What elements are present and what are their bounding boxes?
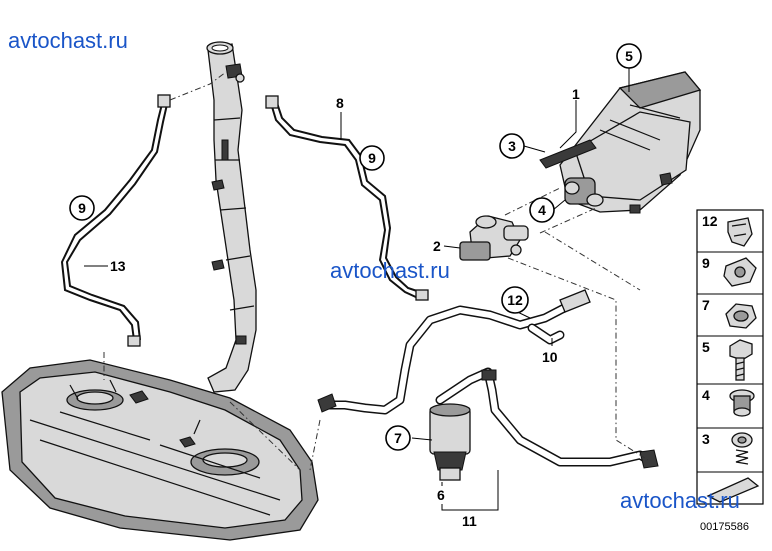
- spring-nut-icon: [731, 432, 753, 465]
- callout-6: 6: [437, 487, 445, 503]
- callout-4: 4: [538, 202, 546, 218]
- bolt-icon: [729, 339, 753, 381]
- callout-1: 1: [572, 86, 580, 102]
- callout-9b-circle: [69, 195, 95, 221]
- callout-7: 7: [394, 430, 402, 446]
- callout-5: 5: [625, 48, 633, 64]
- watermark-bottom-right: avtochast.ru: [620, 488, 740, 513]
- callout-4-circle: [529, 197, 555, 223]
- assembly-lines: [103, 71, 649, 471]
- callout-10: 10: [542, 349, 558, 365]
- callout-5-circle: [616, 43, 642, 69]
- hose-assembly: [317, 289, 659, 469]
- fuel-tank: [1, 359, 319, 541]
- side-label-4: 4: [702, 387, 710, 403]
- side-label-12: 12: [702, 213, 718, 229]
- hex-nut-icon: [725, 303, 757, 329]
- callout-3: 3: [508, 138, 516, 154]
- side-label-9: 9: [702, 255, 710, 271]
- clip-icon: [727, 217, 753, 247]
- callout-3-circle: [499, 133, 525, 159]
- vent-line-8: [265, 95, 429, 301]
- callout-12: 12: [507, 292, 523, 308]
- side-label-7: 7: [702, 297, 710, 313]
- grommet-icon: [729, 389, 755, 417]
- watermark-center: avtochast.ru: [330, 258, 450, 283]
- callout-2: 2: [433, 238, 441, 254]
- callout-12-circle: [501, 286, 529, 314]
- parts-side-panel: 12 9 7 5 4 3: [696, 209, 764, 533]
- generic-part-icon: [706, 477, 760, 503]
- watermark-top-left: avtochast.ru: [8, 28, 128, 53]
- callout-9a: 9: [368, 150, 376, 166]
- valve-2: [459, 215, 529, 261]
- callout-7-circle: [385, 425, 411, 451]
- callout-13: 13: [110, 258, 126, 274]
- pump-6: [429, 403, 471, 481]
- hose-clip-icon: [723, 257, 757, 287]
- filler-neck: [206, 41, 257, 393]
- carbon-canister: [539, 71, 702, 214]
- callouts: 1 2 3 4 5 6 7 8 9 9 10 11 12 13: [69, 43, 642, 529]
- side-label-3: 3: [702, 431, 710, 447]
- side-label-5: 5: [702, 339, 710, 355]
- callout-9a-circle: [359, 145, 385, 171]
- document-number: 00175586: [700, 521, 749, 533]
- callout-8: 8: [336, 95, 344, 111]
- vent-line-13: [60, 94, 171, 347]
- callout-11: 11: [462, 513, 477, 529]
- callout-9b: 9: [78, 200, 86, 216]
